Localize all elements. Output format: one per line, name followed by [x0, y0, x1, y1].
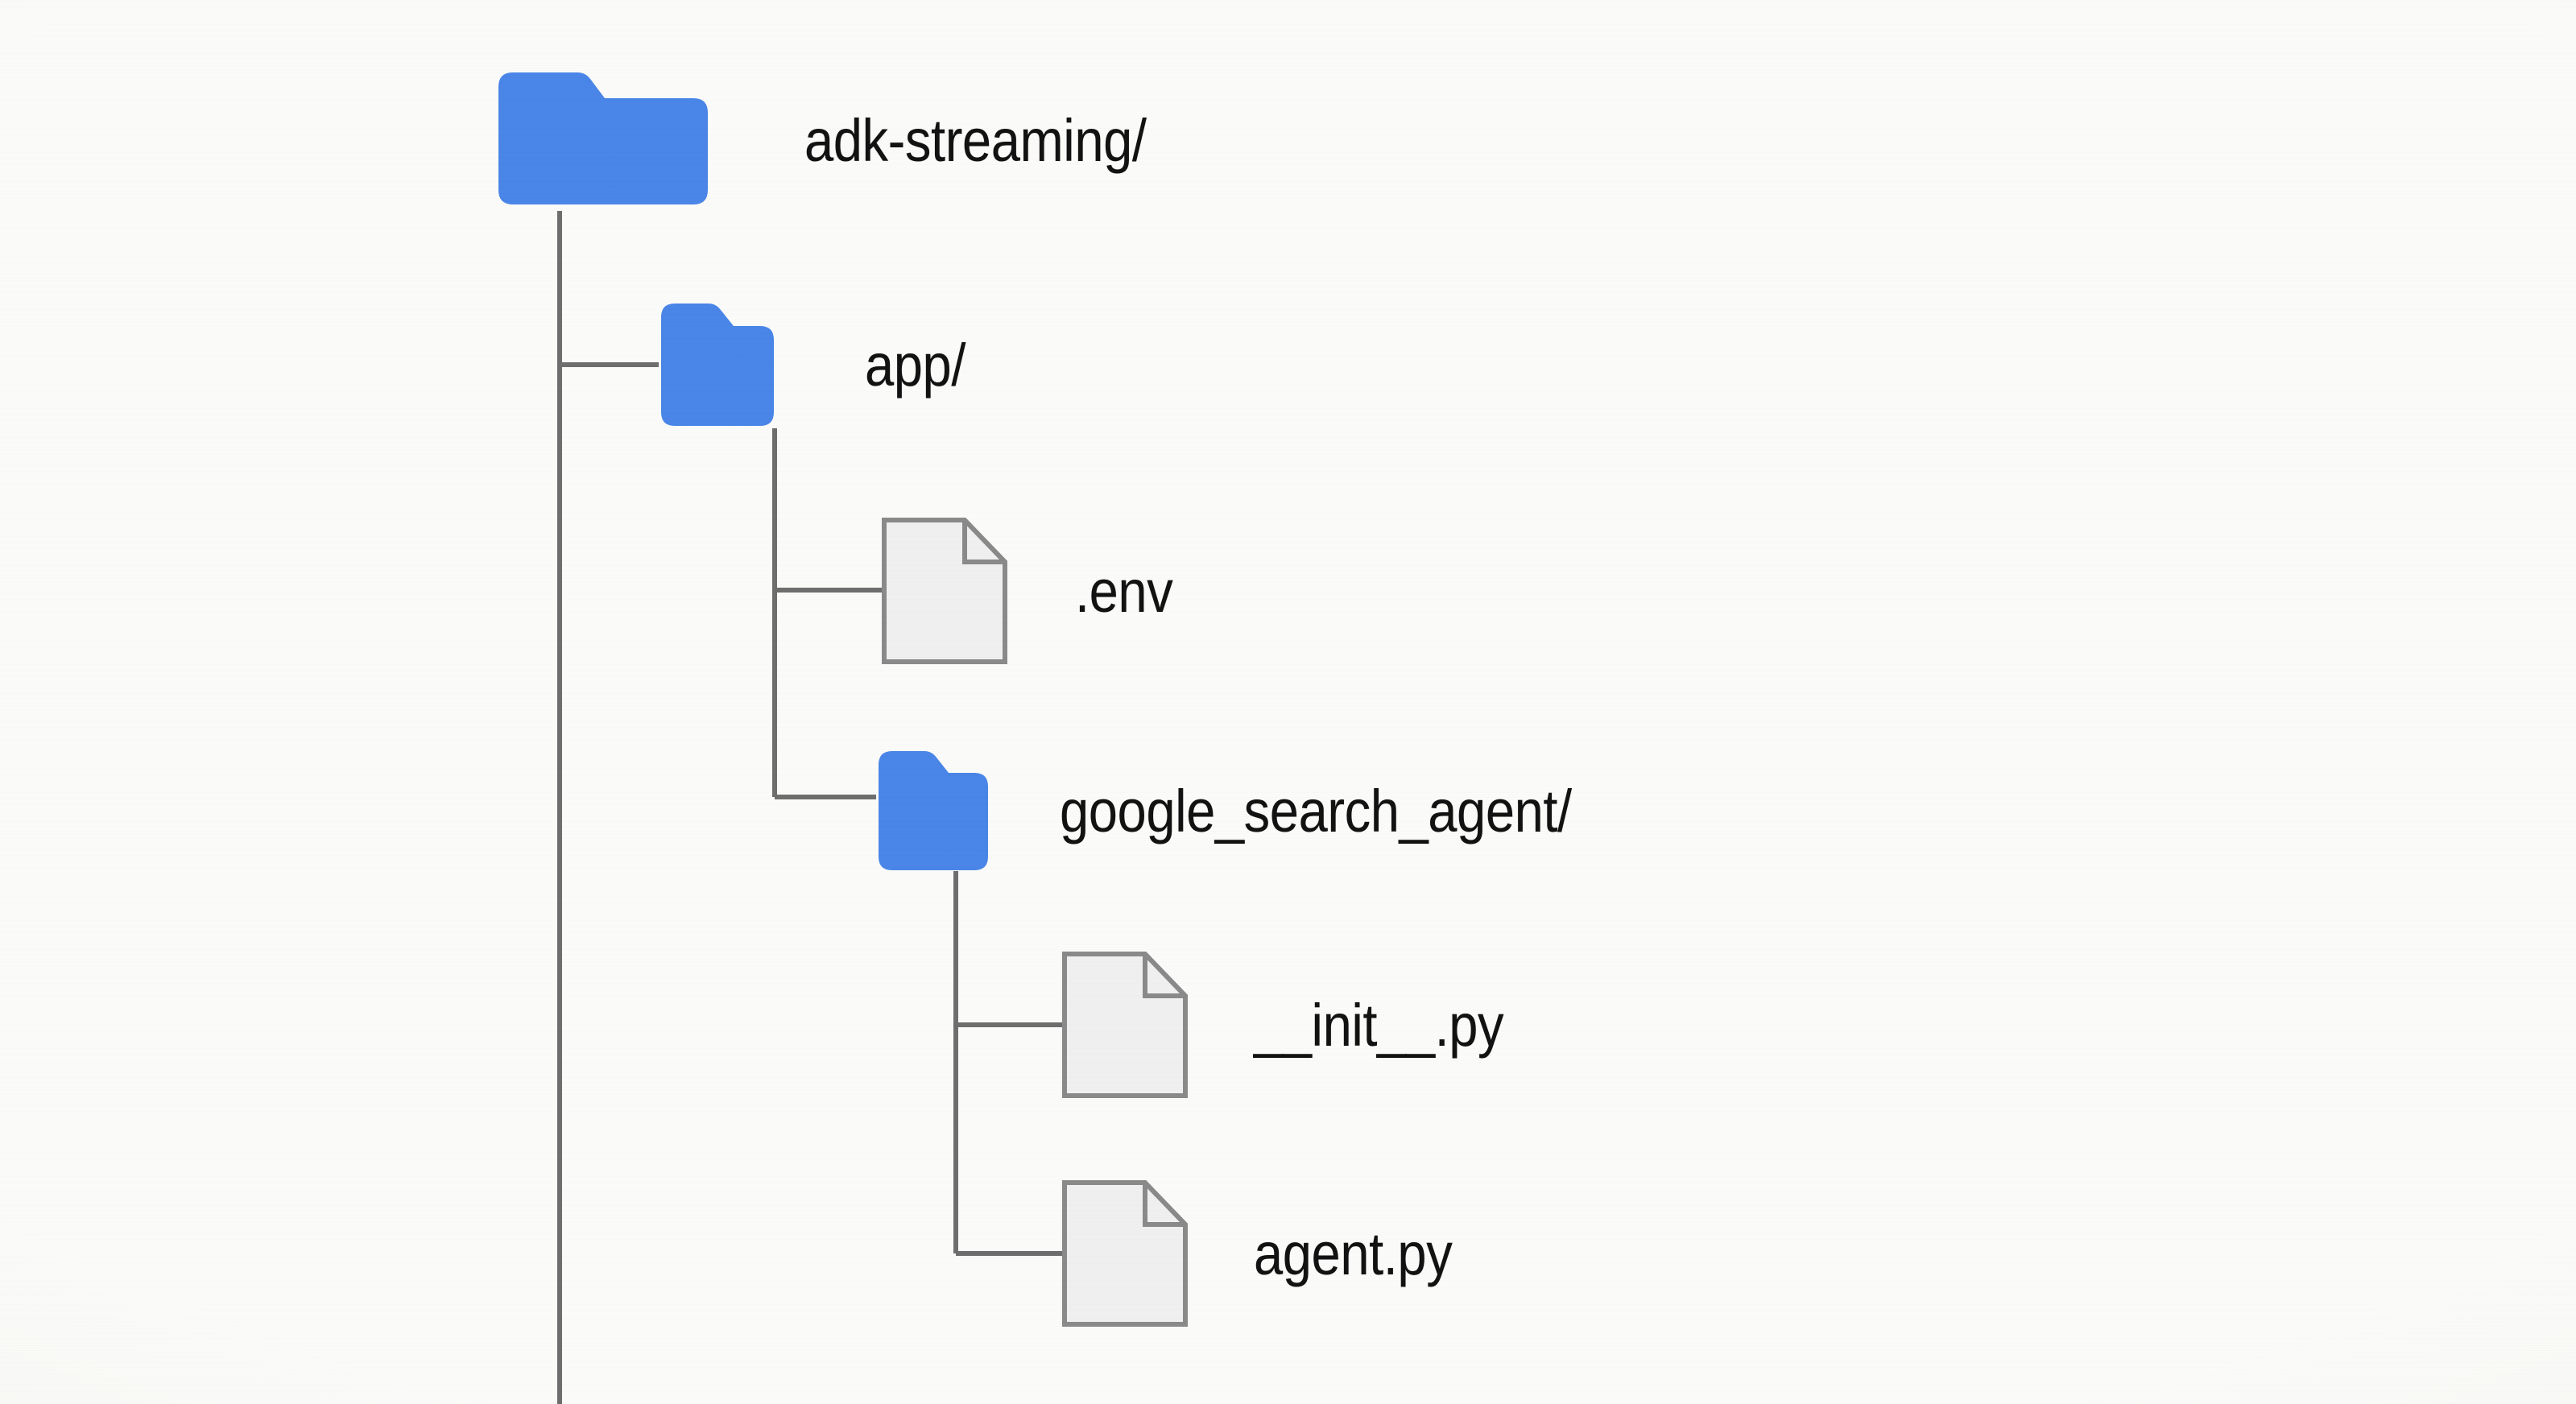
tree-node-label-root: adk-streaming/ — [804, 106, 1147, 174]
file-icon — [1061, 1179, 1193, 1328]
tree-node-app[interactable]: app/ — [657, 299, 979, 430]
file-icon — [880, 516, 1012, 666]
tree-node-label-env: .env — [1075, 557, 1173, 625]
tree-node-root[interactable]: adk-streaming/ — [487, 66, 1193, 214]
tree-node-label-app: app/ — [865, 331, 965, 398]
tree-node-label-agent-py: agent.py — [1254, 1220, 1453, 1287]
tree-node-env[interactable]: .env — [880, 516, 1186, 666]
folder-icon — [657, 299, 778, 430]
tree-node-google-search-agent[interactable]: google_search_agent/ — [875, 747, 1641, 874]
tree-node-init-py[interactable]: __init__.py — [1061, 950, 1537, 1100]
tree-node-agent-py[interactable]: agent.py — [1061, 1179, 1479, 1328]
tree-node-label-init-py: __init__.py — [1254, 991, 1504, 1059]
tree-node-label-google-search-agent: google_search_agent/ — [1060, 777, 1572, 844]
file-icon — [1061, 950, 1193, 1100]
folder-icon — [875, 747, 992, 874]
folder-icon — [487, 68, 716, 213]
